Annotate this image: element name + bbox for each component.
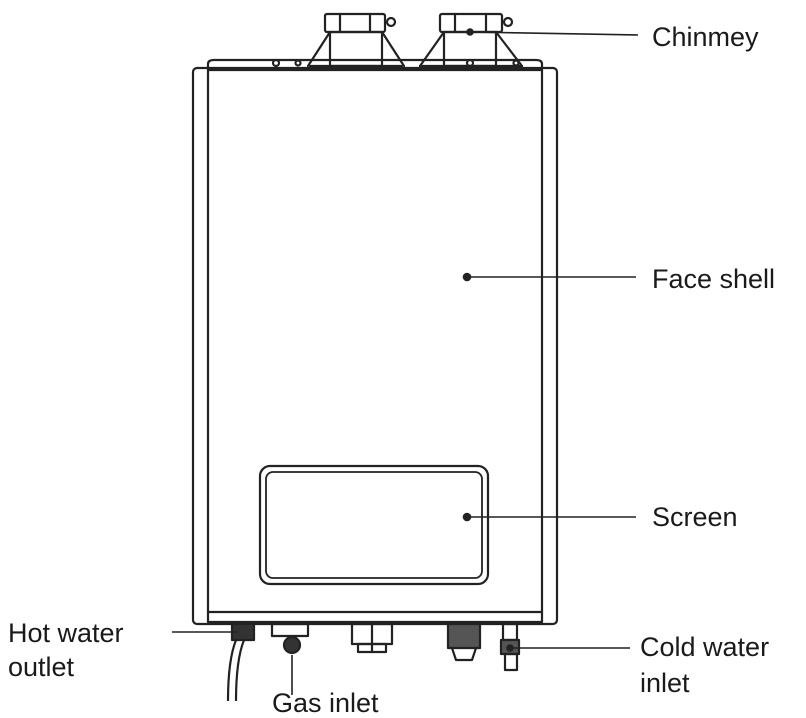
- gas-inlet-fitting: [270, 622, 310, 655]
- bracket-fitting: [350, 622, 394, 654]
- water-heater-diagram: [172, 12, 639, 701]
- label-cold-water-inlet-2: inlet: [640, 668, 690, 698]
- chimney-right: [418, 12, 524, 68]
- face-shell: [206, 68, 544, 624]
- top-cap: [206, 58, 544, 72]
- label-face-shell: Face shell: [652, 264, 776, 294]
- label-cold-water-inlet-1: Cold water: [640, 632, 770, 662]
- label-hot-water-outlet-2: outlet: [8, 652, 75, 682]
- label-hot-water-outlet-1: Hot water: [8, 618, 124, 648]
- chimney-left: [306, 12, 406, 68]
- label-gas-inlet: Gas inlet: [272, 688, 379, 718]
- chimney-leader: [469, 31, 639, 36]
- hot-water-outlet-fitting: [226, 622, 256, 701]
- valve-fitting: [446, 622, 482, 662]
- label-chimney: Chinmey: [652, 22, 759, 52]
- screen: [258, 464, 490, 586]
- outer-casing: [191, 66, 559, 626]
- label-screen: Screen: [652, 502, 738, 532]
